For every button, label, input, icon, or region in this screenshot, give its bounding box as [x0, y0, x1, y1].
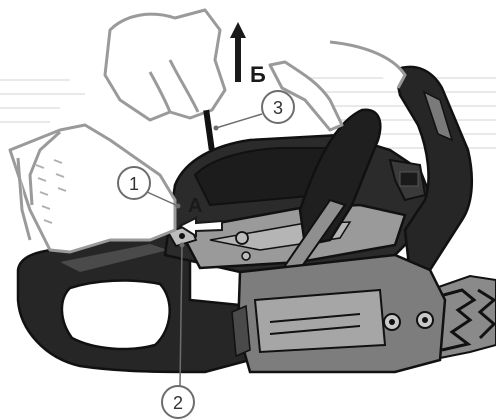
arrow-left-icon [177, 216, 223, 238]
left-hand [8, 123, 177, 254]
chain-brake-guard [393, 65, 474, 277]
arrow-up-icon [230, 22, 246, 82]
right-hand [103, 8, 407, 132]
callout-1: 1 [117, 166, 181, 209]
front-handle [280, 108, 382, 274]
rear-handle [16, 226, 252, 374]
guide-bar [429, 274, 496, 362]
callout-2: 2 [161, 242, 195, 419]
label-arrow-b: Б [250, 62, 266, 87]
label-arrow-a: А [188, 195, 202, 217]
callout-3-number: 3 [273, 98, 283, 118]
callout-3: 3 [213, 90, 295, 131]
callout-1-number: 1 [129, 174, 139, 194]
callout-2-number: 2 [173, 393, 183, 413]
sprocket-cover [231, 253, 447, 374]
tool [203, 109, 215, 151]
